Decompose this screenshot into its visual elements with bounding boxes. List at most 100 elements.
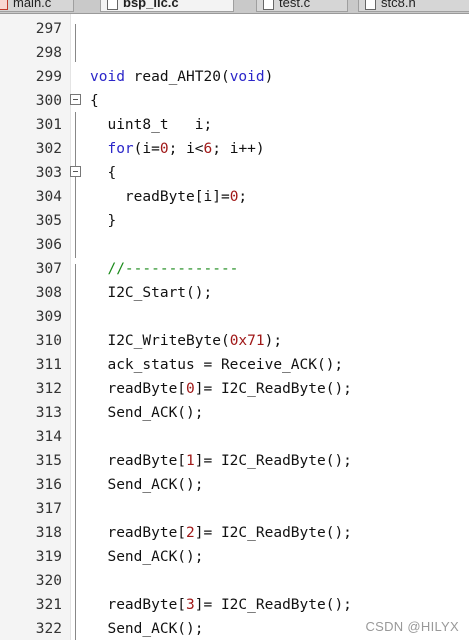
code-token: read_AHT20( bbox=[124, 69, 230, 85]
code-text: readByte[2]= I2C_ReadByte(); bbox=[90, 521, 352, 545]
code-token: } bbox=[90, 213, 117, 229]
code-token: ]= I2C_ReadByte(); bbox=[194, 381, 352, 397]
code-line[interactable]: 300{ bbox=[0, 89, 469, 113]
line-number: 315 bbox=[35, 453, 62, 469]
h-file-icon bbox=[365, 0, 376, 10]
fold-collapse-icon[interactable] bbox=[70, 166, 81, 177]
code-token: I2C_Start(); bbox=[90, 285, 213, 301]
line-number: 298 bbox=[35, 45, 62, 61]
tab-main-c[interactable]: main.c bbox=[0, 0, 74, 12]
number-token: 0 bbox=[159, 141, 169, 157]
line-number: 317 bbox=[35, 501, 62, 517]
line-number: 306 bbox=[35, 237, 62, 253]
line-number: 311 bbox=[35, 357, 62, 373]
code-line[interactable]: 321 readByte[3]= I2C_ReadByte(); bbox=[0, 593, 469, 617]
code-line[interactable]: 305 } bbox=[0, 209, 469, 233]
code-token: Send_ACK(); bbox=[90, 405, 204, 421]
code-token bbox=[90, 141, 107, 157]
line-number: 302 bbox=[35, 141, 62, 157]
number-token: 0x71 bbox=[229, 333, 265, 349]
code-token: ; i++) bbox=[212, 141, 265, 157]
code-line[interactable]: 312 readByte[0]= I2C_ReadByte(); bbox=[0, 377, 469, 401]
code-line[interactable]: 320 bbox=[0, 569, 469, 593]
code-text: readByte[3]= I2C_ReadByte(); bbox=[90, 593, 352, 617]
code-token: Send_ACK(); bbox=[90, 621, 204, 637]
code-token: Send_ACK(); bbox=[90, 477, 204, 493]
code-line[interactable]: 310 I2C_WriteByte(0x71); bbox=[0, 329, 469, 353]
code-text: void read_AHT20(void) bbox=[90, 65, 273, 89]
number-token: 6 bbox=[203, 141, 213, 157]
tab-test-c[interactable]: test.c bbox=[256, 0, 348, 12]
code-line[interactable]: 318 readByte[2]= I2C_ReadByte(); bbox=[0, 521, 469, 545]
line-number: 321 bbox=[35, 597, 62, 613]
code-line[interactable]: 322 Send_ACK(); bbox=[0, 617, 469, 641]
line-number: 310 bbox=[35, 333, 62, 349]
code-line[interactable]: 301 uint8_t i; bbox=[0, 113, 469, 137]
code-text: //------------- bbox=[90, 257, 238, 281]
line-number: 319 bbox=[35, 549, 62, 565]
code-line[interactable]: 314 bbox=[0, 425, 469, 449]
code-line[interactable]: 302 for(i=0; i<6; i++) bbox=[0, 137, 469, 161]
code-text: Send_ACK(); bbox=[90, 401, 204, 425]
line-number: 312 bbox=[35, 381, 62, 397]
code-token: readByte[ bbox=[90, 597, 187, 613]
code-line[interactable]: 317 bbox=[0, 497, 469, 521]
code-token: I2C_WriteByte( bbox=[90, 333, 230, 349]
code-line[interactable]: 303 { bbox=[0, 161, 469, 185]
keyword-token: void bbox=[90, 69, 125, 85]
editor-tab-bar: main.c bsp_iic.c test.c stc8.h bbox=[0, 0, 469, 14]
code-token: ); bbox=[264, 333, 283, 349]
tab-bsp-iic-c[interactable]: bsp_iic.c bbox=[100, 0, 234, 12]
code-text: readByte[1]= I2C_ReadByte(); bbox=[90, 449, 352, 473]
line-number: 314 bbox=[35, 429, 62, 445]
code-token: ]= I2C_ReadByte(); bbox=[194, 525, 352, 541]
number-token: 0 bbox=[186, 381, 195, 397]
tab-stc8-h[interactable]: stc8.h bbox=[358, 0, 469, 12]
code-text: Send_ACK(); bbox=[90, 545, 204, 569]
line-number: 300 bbox=[35, 93, 62, 109]
line-number: 305 bbox=[35, 213, 62, 229]
code-line[interactable]: 308 I2C_Start(); bbox=[0, 281, 469, 305]
code-line[interactable]: 311 ack_status = Receive_ACK(); bbox=[0, 353, 469, 377]
code-line[interactable]: 315 readByte[1]= I2C_ReadByte(); bbox=[0, 449, 469, 473]
code-line[interactable]: 313 Send_ACK(); bbox=[0, 401, 469, 425]
code-line[interactable]: 304 readByte[i]=0; bbox=[0, 185, 469, 209]
line-number: 313 bbox=[35, 405, 62, 421]
code-token: ]= I2C_ReadByte(); bbox=[194, 453, 352, 469]
code-line[interactable]: 307 //------------- bbox=[0, 257, 469, 281]
code-line[interactable]: 316 Send_ACK(); bbox=[0, 473, 469, 497]
keyword-token: for bbox=[107, 141, 134, 157]
fold-guide bbox=[75, 112, 76, 258]
line-number: 297 bbox=[35, 21, 62, 37]
number-token: 0 bbox=[229, 189, 239, 205]
fold-collapse-icon[interactable] bbox=[70, 94, 81, 105]
number-token: 2 bbox=[186, 525, 195, 541]
comment-token: //------------- bbox=[107, 261, 239, 277]
line-number: 307 bbox=[35, 261, 62, 277]
tab-label: test.c bbox=[279, 0, 311, 10]
tab-label: main.c bbox=[13, 0, 52, 10]
code-token: readByte[i]= bbox=[90, 189, 230, 205]
code-text: readByte[0]= I2C_ReadByte(); bbox=[90, 377, 352, 401]
code-token: Send_ACK(); bbox=[90, 549, 204, 565]
fold-guide bbox=[75, 24, 76, 62]
line-number: 303 bbox=[35, 165, 62, 181]
code-line[interactable]: 297 bbox=[0, 17, 469, 41]
code-token: uint8_t i; bbox=[90, 117, 213, 133]
code-line[interactable]: 298 bbox=[0, 41, 469, 65]
code-text: for(i=0; i<6; i++) bbox=[90, 137, 265, 161]
code-text: { bbox=[90, 161, 116, 185]
c-file-icon bbox=[263, 0, 274, 10]
code-text: I2C_Start(); bbox=[90, 281, 212, 305]
code-token: ]= I2C_ReadByte(); bbox=[194, 597, 352, 613]
code-text: uint8_t i; bbox=[90, 113, 212, 137]
line-number-gutter bbox=[0, 14, 71, 640]
line-number: 322 bbox=[35, 621, 62, 637]
code-line[interactable]: 309 bbox=[0, 305, 469, 329]
code-token: ) bbox=[264, 69, 274, 85]
code-line[interactable]: 319 Send_ACK(); bbox=[0, 545, 469, 569]
line-number: 316 bbox=[35, 477, 62, 493]
code-line[interactable]: 306 bbox=[0, 233, 469, 257]
